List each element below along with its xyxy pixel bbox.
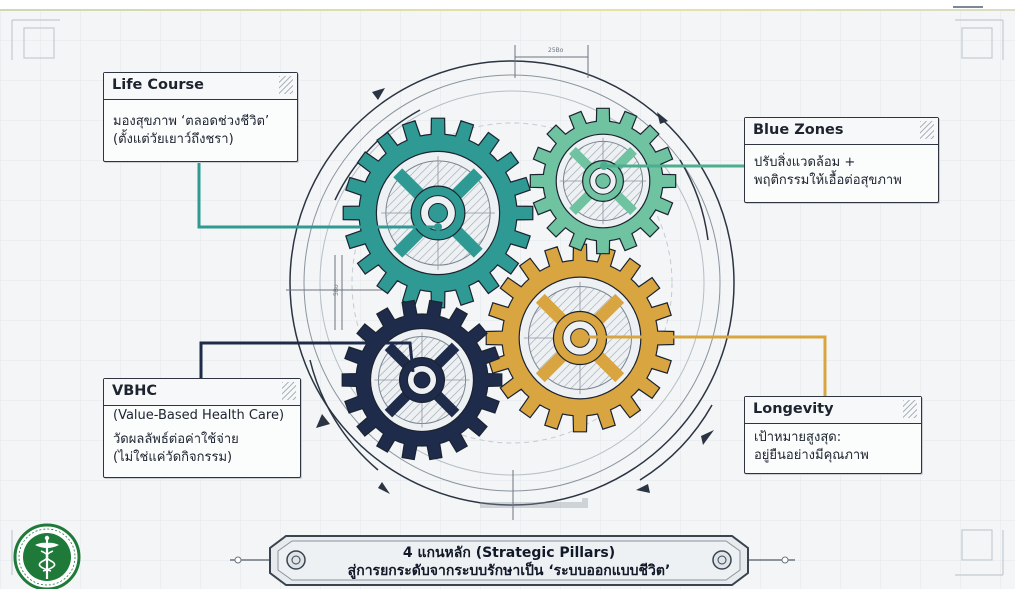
- card-title: Blue Zones: [753, 122, 844, 138]
- card-vbhc: VBHC (Value-Based Health Care) วัดผลลัพธ…: [103, 378, 301, 478]
- leader-dot-blue-zones: [600, 162, 608, 170]
- caduceus-seal-icon: [35, 535, 59, 579]
- arrow-right: [701, 430, 714, 445]
- banner-line-1: 4 แกนหลัก (Strategic Pillars): [402, 545, 616, 561]
- health-office-seal: [13, 523, 81, 589]
- gear-life-course: [342, 117, 534, 309]
- card-header: [104, 379, 300, 406]
- gear-longevity-spoke: [592, 350, 625, 383]
- card-line-1: วัดผลลัพธ์ต่อค่าใช้จ่าย: [113, 432, 239, 447]
- card-line-2: (ไม่ใช่แค่วัดกิจกรรม): [113, 450, 233, 465]
- document-corner-icon: [279, 76, 293, 94]
- card-header: [745, 397, 921, 424]
- strategic-pillars-banner: 4 แกนหลัก (Strategic Pillars) สู่การยกระ…: [270, 533, 748, 585]
- card-subtitle: (Value-Based Health Care): [113, 408, 285, 423]
- gear-life-course-spoke: [393, 225, 426, 258]
- dimension-label-left: 5Bo: [333, 284, 340, 296]
- gear-longevity-spoke: [592, 293, 625, 326]
- leader-vbhc: [199, 341, 415, 378]
- gear-longevity-spoke: [535, 350, 568, 383]
- gear-life-course-spoke: [450, 168, 483, 201]
- card-header: [104, 73, 297, 100]
- rotation-arrows: [316, 88, 714, 494]
- banner-line-2: สู่การยกระดับจากระบบรักษาเป็น ‘ระบบออกแบ…: [347, 563, 671, 579]
- card-title: Longevity: [753, 401, 834, 417]
- leader-dot-longevity: [576, 333, 584, 341]
- gear-life-course-spoke: [450, 225, 483, 258]
- gear-life-course-spoke: [393, 168, 426, 201]
- card-blue-zones: Blue Zones ปรับสิ่งแวดล้อม + พฤติกรรมให้…: [744, 117, 939, 203]
- card-title: VBHC: [112, 383, 158, 399]
- arrow-left: [316, 414, 330, 428]
- dimension-lines: [286, 45, 589, 520]
- banner-frame: [230, 535, 795, 586]
- gear-vbhc-axle: [413, 371, 431, 389]
- document-corner-icon: [903, 400, 917, 418]
- gear-blue-zones-spoke: [569, 190, 594, 215]
- card-title: Life Course: [112, 77, 204, 93]
- gear-vbhc-spoke: [384, 390, 412, 418]
- gear-vbhc-spoke: [384, 342, 412, 370]
- leader-life-course: [197, 160, 438, 229]
- gear-blue-zones-spoke: [569, 147, 594, 172]
- document-corner-icon: [920, 121, 934, 139]
- document-corner-icon: [282, 382, 296, 400]
- card-longevity: Longevity เป้าหมายสูงสุด: อยู่ยืนอย่างมี…: [744, 396, 922, 474]
- card-line-1: ปรับสิ่งแวดล้อม +: [754, 155, 856, 170]
- card-line-1: เป้าหมายสูงสุด:: [754, 430, 842, 445]
- arrow-bottom-left: [378, 482, 390, 494]
- leader-longevity: [580, 335, 827, 396]
- gear-blue-zones-axle: [595, 173, 611, 189]
- card-line-1: มองสุขภาพ ‘ตลอดช่วงชีวิต’: [113, 114, 270, 129]
- gear-vbhc-spoke: [432, 390, 460, 418]
- construction-circles: [289, 60, 735, 508]
- arrow-top-right: [657, 112, 668, 124]
- gear-longevity-spoke: [535, 293, 568, 326]
- gear-vbhc-spoke: [432, 342, 460, 370]
- banner-bolt-right: [712, 550, 732, 570]
- card-life-course: Life Course มองสุขภาพ ‘ตลอดช่วงชีวิต’ (ต…: [103, 72, 298, 162]
- gear-blue-zones: [529, 107, 677, 255]
- card-line-2: (ตั้งแต่วัยเยาว์ถึงชรา): [113, 132, 234, 147]
- card-header: [745, 118, 938, 145]
- banner-bolt-left: [286, 550, 306, 570]
- window-control-mark: [953, 6, 983, 8]
- card-line-2: อยู่ยืนอย่างมีคุณภาพ: [754, 448, 869, 463]
- arrow-top-left: [372, 88, 385, 100]
- leader-dot-life-course: [434, 223, 442, 231]
- arrow-bottom-right: [636, 484, 650, 493]
- card-line-2: พฤติกรรมให้เอื้อต่อสุขภาพ: [754, 173, 902, 188]
- dimension-label-top: 25Bo: [548, 47, 564, 54]
- corner-marks: [11, 19, 1004, 576]
- gear-vbhc: [341, 299, 503, 461]
- top-accent-line: [0, 9, 1015, 11]
- gear-blue-zones-spoke: [612, 190, 637, 215]
- leader-lines: [197, 160, 827, 396]
- gear-life-course-axle: [428, 203, 448, 223]
- top-bar: [0, 0, 1015, 10]
